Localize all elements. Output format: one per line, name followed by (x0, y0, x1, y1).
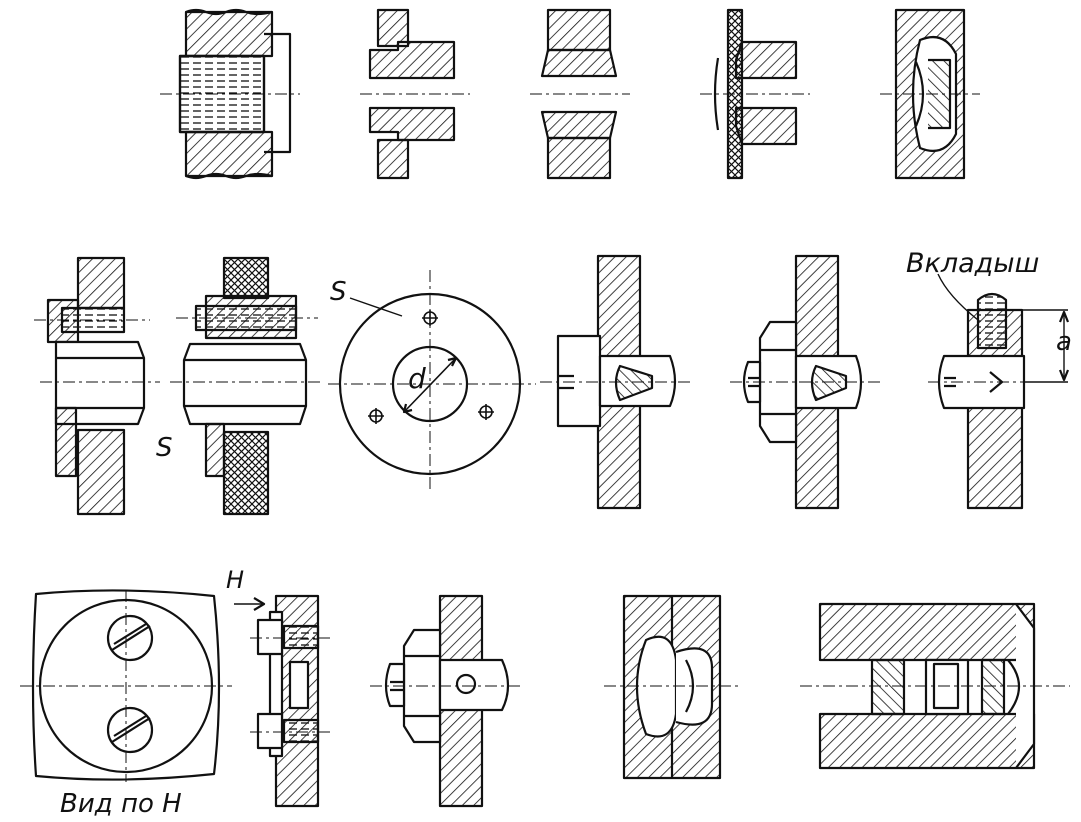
label-s-left: S (156, 433, 173, 463)
fig-bushing-4 (700, 8, 810, 180)
label-s-top: S (330, 277, 347, 307)
fig-jewel-1 (880, 8, 980, 180)
fig-bushing-2 (360, 8, 470, 180)
fig-screw-nut (730, 254, 880, 510)
label-view-h: Вид по H (60, 789, 182, 819)
fig-bushing-3 (530, 8, 630, 180)
fig-long-bushing (800, 602, 1070, 770)
fig-jewel-2 (604, 594, 740, 780)
fig-section-h (234, 594, 330, 808)
fig-screw-plate-1 (540, 254, 690, 510)
label-insert: Вкладыш (906, 248, 1039, 279)
fig-view-h (20, 589, 232, 782)
label-arrow-h: H (226, 566, 244, 594)
fig-flange-plan (328, 270, 536, 492)
label-a: a (1056, 327, 1072, 357)
fig-screw-bushing-1 (34, 256, 160, 516)
fig-screw-insert (928, 273, 1070, 510)
label-d: d (408, 362, 426, 395)
fig-screw-bushing-2 (170, 256, 320, 516)
fig-bushing-1 (160, 8, 300, 180)
fig-screw-nut-2 (370, 594, 520, 808)
